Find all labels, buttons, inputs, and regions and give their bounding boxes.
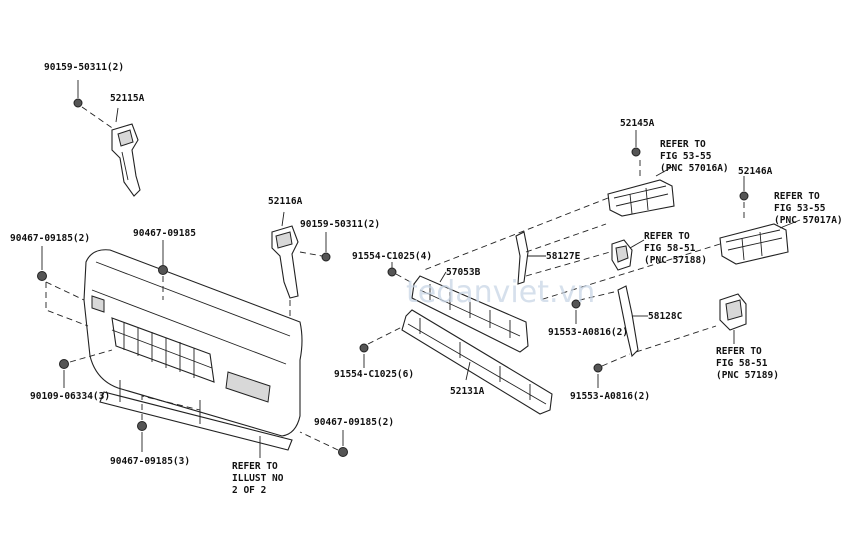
bracket-58127E [515,223,611,285]
absorber-57053B [411,271,529,353]
bolt-91554-C1025-6 [359,325,405,368]
label-90159-50311-mid: 90159-50311(2) [300,219,380,230]
bumper-cover [83,249,303,451]
label-91554-C1025-6: 91554-C1025(6) [334,369,414,380]
label-90159-50311-top: 90159-50311(2) [44,62,124,73]
label-57053B: 57053B [446,267,481,278]
bolt-91553-A0816-lower [593,353,631,388]
refer-57017A-line3: (PNC 57017A) [774,215,843,226]
screw-90109-06334 [59,349,113,388]
refer-57017A-line2: FIG 53-55 [774,203,826,214]
refer-illust-line1: REFER TO [232,461,278,472]
refer-57188-line1: REFER TO [644,231,690,242]
clip-90467-09185-right [299,430,348,457]
refer-57189-line3: (PNC 57189) [716,370,779,381]
bracket-52116A [271,211,331,320]
refer-illust-line2: ILLUST NO [232,473,284,484]
refer-illust-line3: 2 OF 2 [232,485,266,496]
reinforcement-52131A [401,309,553,415]
clip-90467-09185-left [37,271,89,327]
label-52146A: 52146A [738,166,773,177]
bracket-52145A [423,130,675,271]
clip-90467-09185-bottom [137,395,201,452]
label-91553-A0816-upper: 91553-A0816(2) [548,327,628,338]
refer-57016A-line1: REFER TO [660,139,706,150]
refer-57016A-line2: FIG 53-55 [660,151,712,162]
refer-57188-line2: FIG 58-51 [644,243,696,254]
label-91554-C1025-4: 91554-C1025(4) [352,251,432,262]
bracket-58128C [579,285,717,358]
label-90467-09185: 90467-09185 [133,228,196,239]
label-90467-09185-3: 90467-09185(3) [110,456,190,467]
piece-ref-57188 [611,239,645,271]
label-90109-06334-3: 90109-06334(3) [30,391,110,402]
refer-57189-line2: FIG 58-51 [716,358,768,369]
label-52116A: 52116A [268,196,303,207]
label-52131A: 52131A [450,386,485,397]
bolt-91553-A0816-upper [571,299,581,324]
refer-57189-line1: REFER TO [716,346,762,357]
label-90467-09185-2-right: 90467-09185(2) [314,417,394,428]
bracket-52115A [73,80,141,197]
label-52145A: 52145A [620,118,655,129]
label-91553-A0816-lower: 91553-A0816(2) [570,391,650,402]
clip-90467-09185-top [158,240,168,300]
watermark: tedanviet.vn [406,275,595,310]
refer-57016A-line3: (PNC 57016A) [660,163,729,174]
piece-ref-57189 [719,293,747,344]
label-58127E: 58127E [546,251,581,262]
label-58128C: 58128C [648,311,683,322]
refer-57188-line3: (PNC 57188) [644,255,707,266]
bracket-52146A [539,176,801,301]
bolt-91554-C1025-4 [387,262,415,285]
refer-57017A-line1: REFER TO [774,191,820,202]
label-90467-09185-2-left: 90467-09185(2) [10,233,90,244]
label-52115A: 52115A [110,93,145,104]
